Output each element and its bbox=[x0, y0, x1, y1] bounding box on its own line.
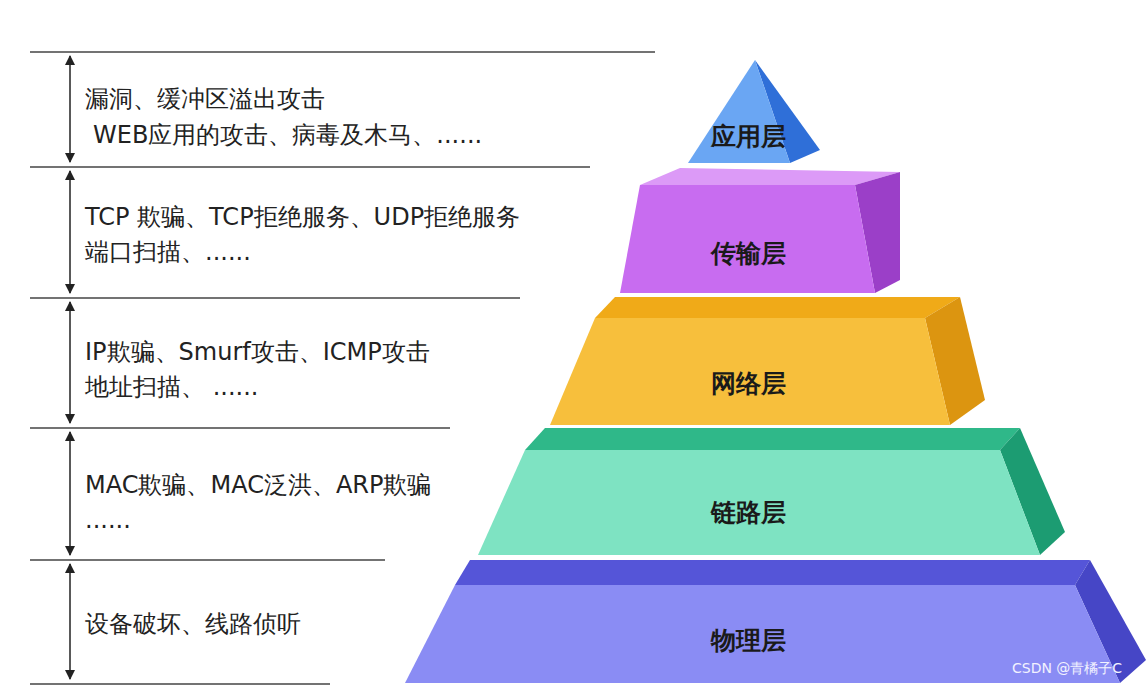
layer-front-face bbox=[688, 60, 790, 163]
pyramid-layer: 链路层 bbox=[478, 450, 1040, 555]
layer-name: 物理层 bbox=[711, 624, 786, 657]
attack-list: 端口扫描、...... bbox=[85, 236, 251, 268]
layer-name: 链路层 bbox=[711, 496, 786, 529]
attack-list: MAC欺骗、MAC泛洪、ARP欺骗 bbox=[85, 469, 432, 501]
attack-list: 漏洞、缓冲区溢出攻击 bbox=[85, 83, 325, 115]
attack-list: IP欺骗、Smurf攻击、ICMP攻击 bbox=[85, 336, 430, 368]
layer-top-face bbox=[455, 560, 1090, 585]
layer-front-face bbox=[478, 450, 1040, 555]
attack-list: 设备破坏、线路侦听 bbox=[85, 608, 301, 640]
layer-name: 网络层 bbox=[711, 367, 786, 400]
pyramid-layer: 传输层 bbox=[620, 185, 875, 293]
layer-top-face bbox=[640, 168, 900, 185]
layer-name: 传输层 bbox=[711, 237, 786, 270]
layer-front-face bbox=[620, 185, 875, 293]
pyramid-layer: 网络层 bbox=[550, 318, 950, 425]
attack-list: 地址扫描、 ...... bbox=[85, 371, 258, 403]
layer-top-face bbox=[595, 297, 960, 318]
layer-front-face bbox=[550, 318, 950, 425]
attack-list: ...... bbox=[85, 506, 131, 534]
layer-name: 应用层 bbox=[711, 120, 786, 153]
attack-list: WEB应用的攻击、病毒及木马、...... bbox=[93, 119, 482, 151]
pyramid-layer: 应用层 bbox=[688, 60, 790, 164]
attack-list: TCP 欺骗、TCP拒绝服务、UDP拒绝服务 bbox=[85, 201, 520, 233]
watermark: CSDN @青橘子C bbox=[1012, 660, 1122, 678]
layer-top-face bbox=[525, 428, 1020, 450]
